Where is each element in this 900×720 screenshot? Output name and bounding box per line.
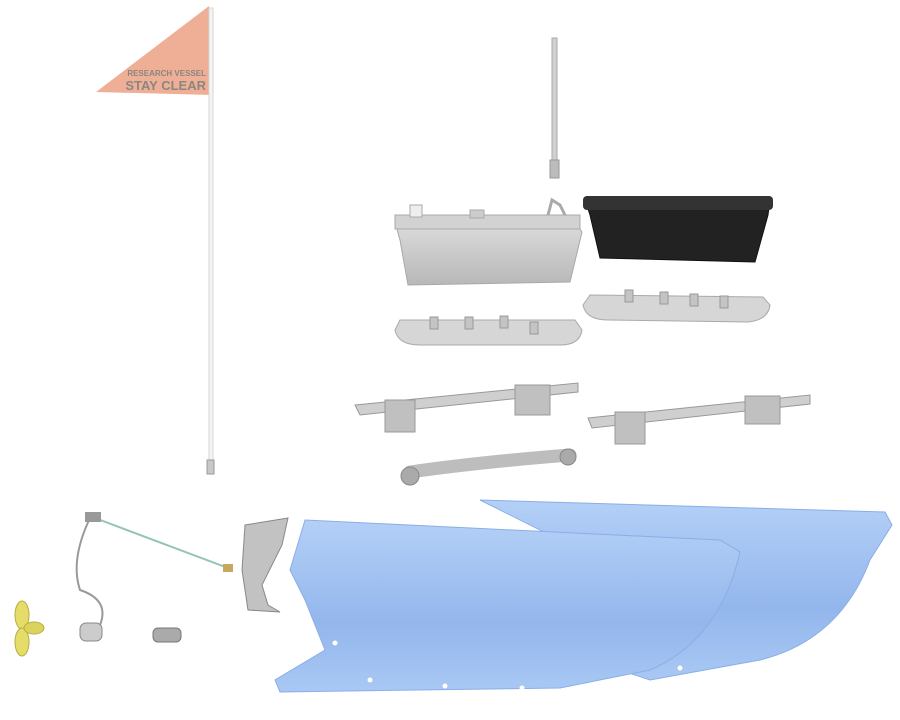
hull-front: [274, 519, 741, 693]
flag-text-line1: RESEARCH VESSEL: [127, 69, 206, 78]
hull-holes: [332, 640, 683, 691]
flag: [96, 6, 212, 95]
flag-pole-base: [206, 459, 215, 475]
grey-enclosure: [394, 197, 583, 286]
rudder: [241, 517, 289, 613]
sensor-cable: [75, 512, 233, 626]
flag-text-line2: STAY CLEAR: [125, 78, 206, 93]
coupler: [152, 627, 182, 643]
flag-pole: [208, 7, 214, 464]
motor: [79, 622, 103, 642]
antenna: [549, 37, 560, 179]
black-enclosure: [583, 196, 773, 263]
bracket-right: [587, 394, 811, 445]
propeller: [14, 600, 45, 657]
rail-right: [582, 289, 771, 323]
bracket-left: [354, 382, 579, 433]
rail-left: [394, 315, 583, 346]
tube: [400, 448, 577, 486]
flag-assembly: RESEARCH VESSEL STAY CLEAR: [96, 6, 215, 475]
